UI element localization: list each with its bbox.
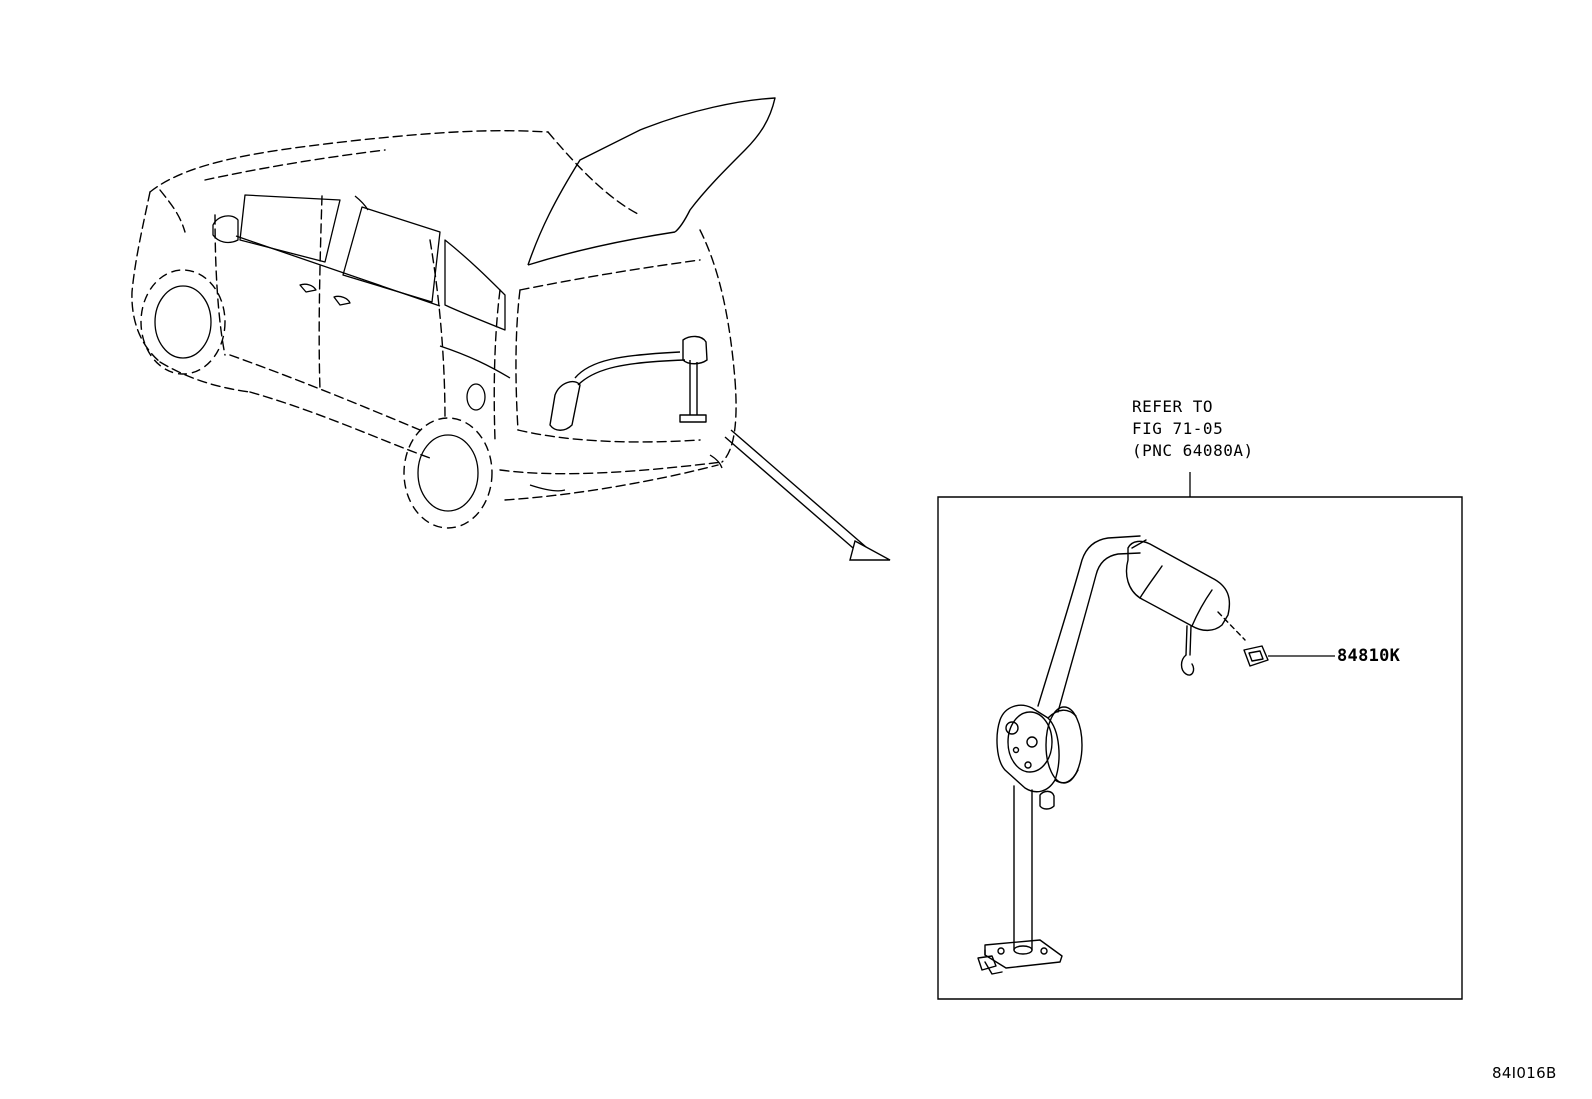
refer-line-3: (PNC 64080A) [1132,441,1254,460]
part-84810K-clip [1244,646,1268,666]
part-number-84810K: 84810K [1337,646,1401,666]
refer-line-1: REFER TO [1132,397,1214,416]
carrier-in-vehicle [550,336,707,430]
carrier-assembly [978,536,1245,974]
refer-line-2: FIG 71-05 [1132,419,1224,438]
refer-to-note: REFER TO FIG 71-05 (PNC 64080A) [1132,396,1254,462]
vehicle-wheels [141,270,492,528]
detail-box [938,497,1462,999]
vehicle-windows [213,195,722,491]
vehicle-outline [132,131,736,500]
tailgate [528,98,775,265]
figure-code: 84I016B [1492,1064,1557,1082]
detail-arrow [725,430,890,560]
